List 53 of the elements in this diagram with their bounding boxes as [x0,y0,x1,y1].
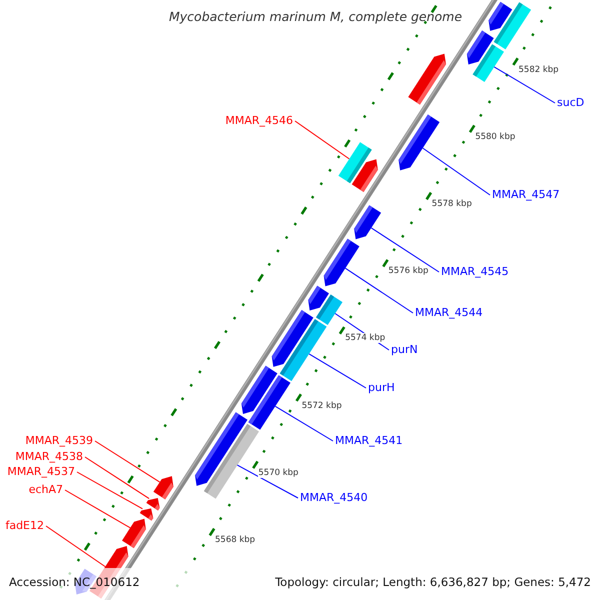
gene-label: MMAR_4537 [7,465,75,479]
scale-label: 5570 kbp [258,468,298,478]
scale-label: 5574 kbp [345,333,386,344]
leader-line [274,406,334,442]
leader-line [370,227,440,272]
leader-line [494,66,556,104]
gene-feature [494,2,532,50]
leader-line [94,440,160,483]
scale-label: 5580 kbp [475,132,516,142]
gene-feature [398,114,440,170]
gene-label: MMAR_4546 [225,114,293,128]
leader-line [294,120,350,160]
gene-feature [204,424,259,499]
gene-feature [153,476,174,500]
gene-label: MMAR_4541 [335,434,403,448]
leader-line [84,456,150,500]
gene-label: sucD [557,96,584,110]
scale-label: 5576 kbp [388,266,428,276]
gene-feature [122,518,146,548]
gene-feature [354,205,382,240]
leader-line [46,526,106,568]
scale-label: 5572 kbp [302,400,342,411]
gene-label: echA7 [28,483,63,497]
scale-label: 5582 kbp [518,64,559,75]
gene-feature [280,319,327,382]
gene-label: purN [391,343,418,357]
leader-line [308,353,366,388]
scale-label: 5568 kbp [215,535,256,545]
leader-line [344,268,414,314]
gene-label: MMAR_4540 [300,491,368,505]
gene-feature [316,294,342,325]
title: Mycobacterium marinum M, complete genome [169,10,462,24]
leader-line [64,490,131,528]
scale-label: 5578 kbp [432,199,472,209]
gene-feature [472,44,504,82]
gene-label: purH [368,381,395,395]
gene-label: MMAR_4539 [25,434,93,448]
gene-label: MMAR_4545 [441,265,509,279]
gene-label: MMAR_4544 [415,306,483,320]
gene-feature [146,498,160,510]
gene-label: fadE12 [5,519,44,533]
genome-info-text: Topology: circular; Length: 6,636,827 bp; Genes: 5,472 [275,575,591,589]
gene-feature [324,238,360,286]
gene-label: MMAR_4547 [492,188,560,202]
leader-line [236,464,298,498]
leader-line [422,148,490,196]
accession-text: Accession: NC_010612 [9,575,140,589]
gene-feature [352,159,378,192]
gene-label: MMAR_4538 [15,450,83,464]
leader-line [76,472,143,510]
gene-feature [140,508,154,521]
gene-feature [408,54,446,105]
gene-feature [248,375,290,430]
